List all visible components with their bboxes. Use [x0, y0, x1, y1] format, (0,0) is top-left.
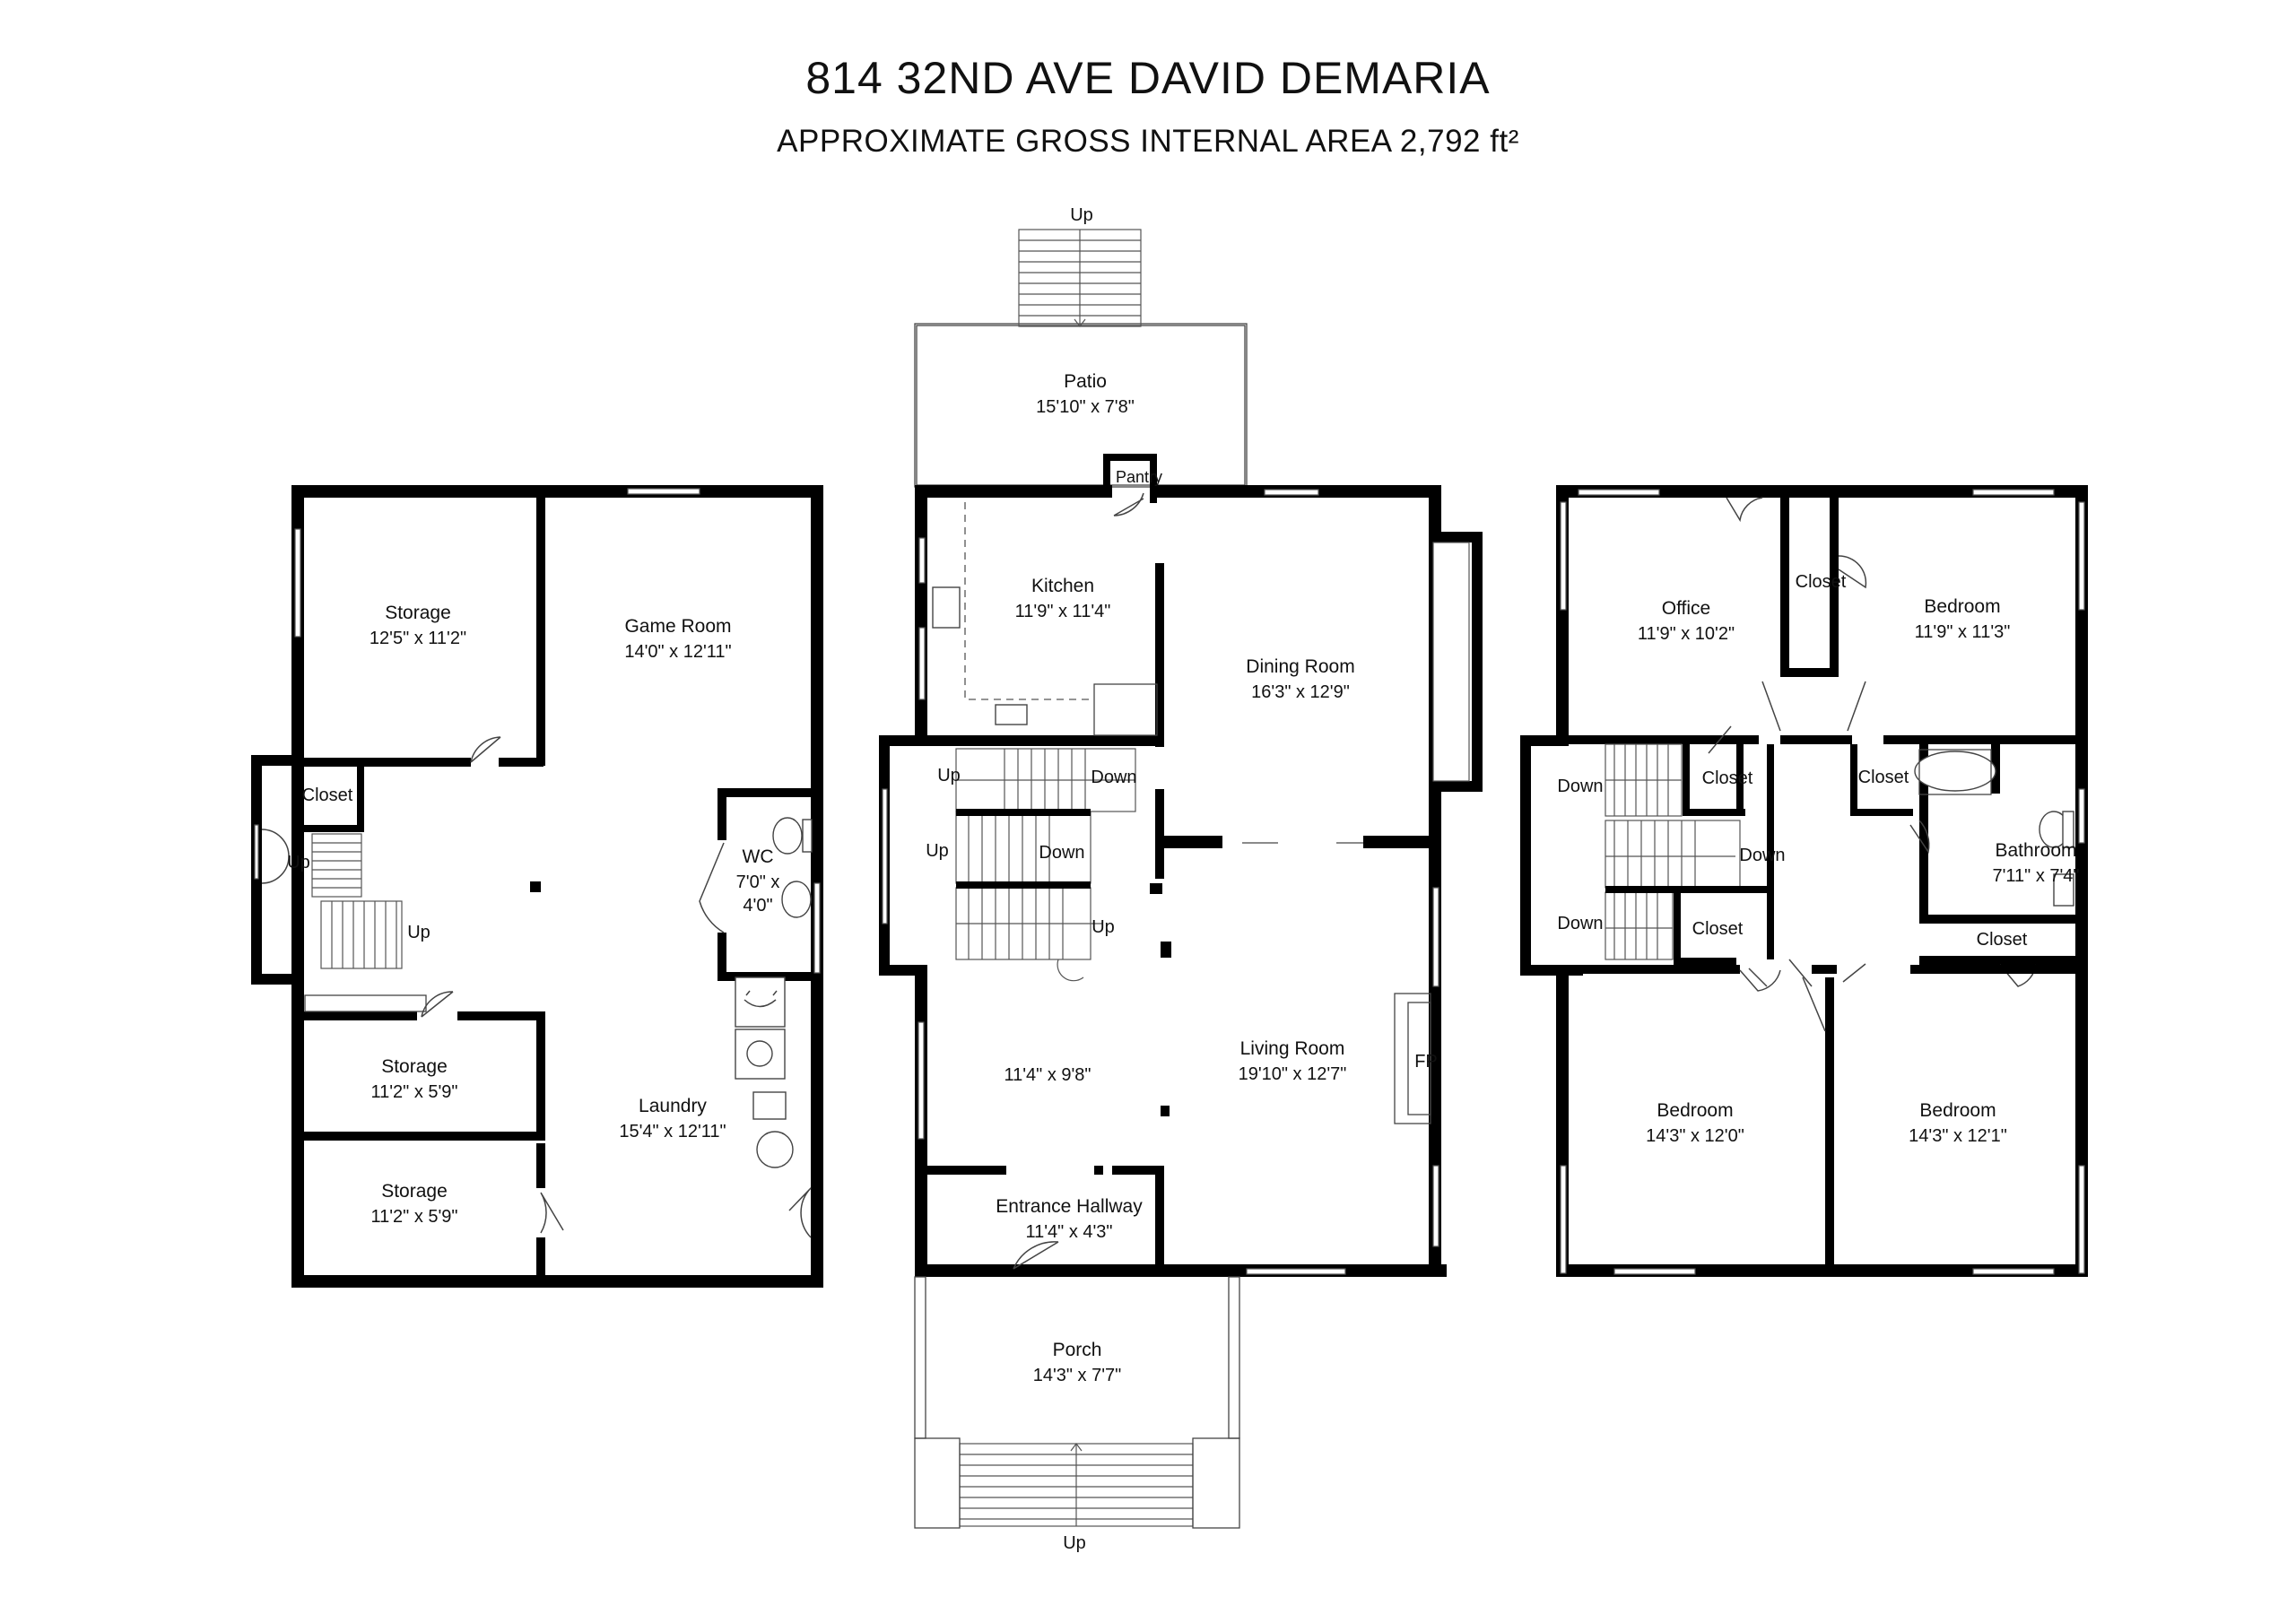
- room-label: Closet: [1796, 572, 1847, 592]
- upper-floor-plan: [1520, 485, 2088, 1277]
- main-floor-labels: Up Patio 15'10" x 7'8" Pantry Kitchen 11…: [926, 205, 1438, 1553]
- room-label: Office: [1662, 598, 1710, 619]
- room-dims: 11'9" x 10'2": [1638, 624, 1735, 644]
- stair-label: Up: [926, 841, 949, 861]
- room-label: Closet: [1858, 768, 1909, 787]
- room-label: WC: [743, 846, 774, 867]
- room-label: Laundry: [639, 1096, 707, 1116]
- room-label: Bedroom: [1919, 1100, 1996, 1121]
- room-dims: 11'2" x 5'9": [370, 1082, 457, 1102]
- basement-labels: Storage 12'5" x 11'2" Game Room 14'0" x …: [287, 603, 779, 1227]
- stair-label: Up: [1091, 917, 1115, 937]
- room-label: Dining Room: [1246, 656, 1354, 677]
- fireplace-label: FP: [1414, 1052, 1438, 1072]
- stair-label: Down: [1039, 843, 1084, 863]
- room-label: Bedroom: [1924, 596, 2000, 617]
- room-dims: 14'0" x 12'11": [624, 642, 731, 662]
- room-label: Patio: [1064, 371, 1107, 392]
- plan-subtitle: APPROXIMATE GROSS INTERNAL AREA 2,792 ft…: [777, 124, 1519, 159]
- stair-label: Down: [1557, 914, 1603, 933]
- room-dims: 11'4" x 4'3": [1025, 1222, 1112, 1242]
- stair-label: Down: [1557, 777, 1603, 796]
- room-dims: 14'3" x 12'1": [1909, 1126, 2007, 1146]
- room-dims: 19'10" x 12'7": [1239, 1064, 1347, 1084]
- room-dims: 16'3" x 12'9": [1251, 682, 1350, 702]
- room-dims: 4'0": [743, 896, 772, 916]
- room-dims: 11'9" x 11'3": [1915, 622, 2011, 642]
- room-dims: 11'2" x 5'9": [370, 1207, 457, 1227]
- stair-label: Up: [1063, 1533, 1086, 1553]
- room-dims: 14'3" x 7'7": [1033, 1366, 1122, 1385]
- room-label: Bedroom: [1657, 1100, 1733, 1121]
- room-dims: 7'11" x 7'4": [1992, 866, 2079, 886]
- room-label: Closet: [1692, 919, 1744, 939]
- room-dims: 11'9" x 11'4": [1015, 602, 1111, 621]
- room-dims: 15'10" x 7'8": [1036, 397, 1135, 417]
- room-label: Storage: [381, 1181, 448, 1202]
- room-label: Storage: [381, 1056, 448, 1077]
- stair-label: Down: [1091, 768, 1136, 787]
- room-label: Porch: [1053, 1340, 1102, 1360]
- room-label: Game Room: [624, 616, 731, 637]
- room-label: Kitchen: [1031, 576, 1094, 596]
- stair-label: Up: [937, 766, 961, 785]
- room-dims: 14'3" x 12'0": [1646, 1126, 1744, 1146]
- main-floor-plan: [879, 229, 1483, 1529]
- stair-label: Up: [287, 853, 310, 872]
- stair-label: Up: [1070, 205, 1093, 225]
- upper-floor-labels: Office 11'9" x 10'2" Closet Bedroom 11'9…: [1557, 572, 2079, 1146]
- room-label: Closet: [1977, 930, 2028, 950]
- room-label: Bathroom: [1995, 840, 2076, 861]
- room-label: Entrance Hallway: [996, 1196, 1143, 1217]
- room-label: Pantry: [1116, 468, 1162, 486]
- plan-title: 814 32ND AVE DAVID DEMARIA: [805, 53, 1491, 103]
- stair-label: Down: [1739, 846, 1785, 865]
- room-dims: 11'4" x 9'8": [1004, 1065, 1091, 1085]
- room-label: Storage: [385, 603, 451, 623]
- room-label: Closet: [302, 785, 353, 805]
- basement-plan: [251, 485, 823, 1288]
- room-dims: 15'4" x 12'11": [619, 1122, 726, 1141]
- room-label: Closet: [1702, 768, 1753, 788]
- room-dims: 7'0" x: [736, 872, 780, 892]
- room-label: Living Room: [1240, 1038, 1345, 1059]
- stair-label: Up: [407, 923, 430, 942]
- room-dims: 12'5" x 11'2": [370, 629, 466, 648]
